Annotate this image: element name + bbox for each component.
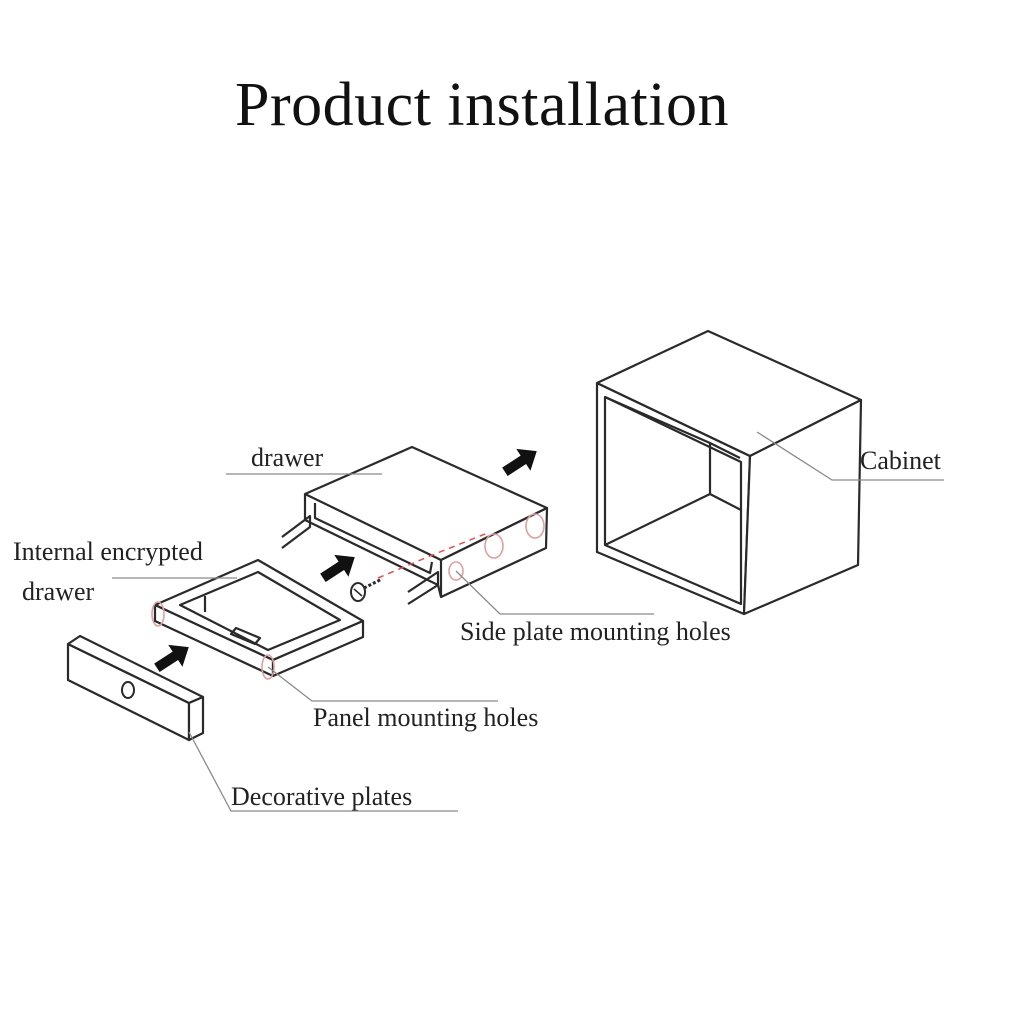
label-cabinet: Cabinet <box>860 446 942 475</box>
internal-encrypted-drawer <box>151 558 365 680</box>
drawer-front-edge <box>303 494 443 598</box>
decorative-plate <box>66 634 205 742</box>
insert-arrow-icon <box>320 554 355 582</box>
drawer <box>281 445 549 605</box>
drawer-right-flange <box>407 570 440 605</box>
leader-panel-holes <box>267 666 498 702</box>
screw-guide-line <box>377 531 491 579</box>
insert-arrow-icon <box>154 644 189 672</box>
insert-arrow-icon <box>502 448 537 476</box>
label-internal-line2: drawer <box>22 577 95 606</box>
lock-hole-icon <box>121 681 135 699</box>
drawer-side-face <box>439 506 549 599</box>
screw-icon <box>350 577 383 602</box>
cabinet-side-face <box>742 398 863 616</box>
drawer-left-flange <box>281 514 312 549</box>
cabinet <box>595 329 863 616</box>
page-title: Product installation <box>235 71 729 139</box>
drawer-hole-mark <box>484 533 504 559</box>
label-panel-holes: Panel mounting holes <box>313 703 538 732</box>
panel-hole-mark <box>151 601 165 627</box>
cabinet-opening <box>603 395 743 606</box>
drawer-hole-mark <box>448 561 464 581</box>
label-drawer: drawer <box>251 443 324 472</box>
drawer-hole-mark <box>525 513 545 539</box>
leader-side-holes <box>455 570 654 615</box>
label-internal-line1: Internal encrypted <box>13 537 203 566</box>
label-side-holes: Side plate mounting holes <box>460 617 731 646</box>
label-decorative: Decorative plates <box>231 782 412 811</box>
leader-decorative <box>188 731 458 812</box>
plate-side <box>187 695 205 742</box>
leader-cabinet <box>756 431 944 481</box>
panel-hole-mark <box>261 654 275 680</box>
inner-drawer-handle-slot <box>229 626 262 646</box>
